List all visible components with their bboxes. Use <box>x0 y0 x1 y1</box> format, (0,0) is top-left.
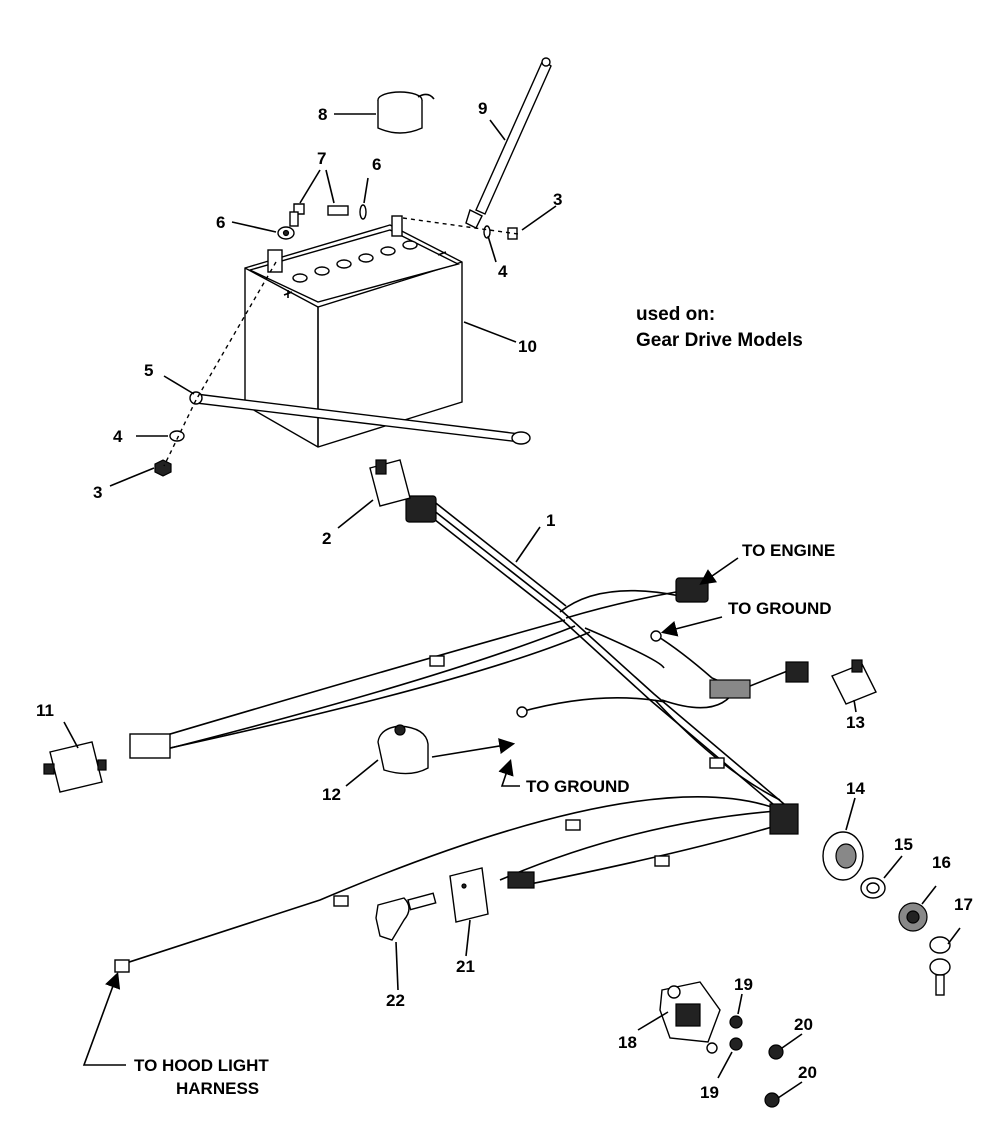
key-22 <box>375 892 437 941</box>
to-hood-line1-label: TO HOOD LIGHT <box>134 1056 269 1075</box>
switch-13 <box>831 659 877 705</box>
label-9: 9 <box>478 99 487 118</box>
label-10: 10 <box>518 337 537 356</box>
to-ground-bottom-label: TO GROUND <box>526 777 630 796</box>
label-20a: 20 <box>794 1015 813 1034</box>
leader-lines <box>63 113 961 1099</box>
label-15: 15 <box>894 835 913 854</box>
switch-11 <box>43 741 107 793</box>
part-labels: 1 2 3 3 4 4 5 6 6 7 8 9 10 11 12 13 14 1… <box>36 99 973 1102</box>
ignition-switch-14 <box>822 831 864 881</box>
callout-texts: TO ENGINE TO GROUND TO GROUND TO HOOD LI… <box>134 541 835 1098</box>
solenoid-18 <box>659 981 721 1054</box>
label-13: 13 <box>846 713 865 732</box>
label-1: 1 <box>546 511 555 530</box>
label-12: 12 <box>322 785 341 804</box>
battery <box>244 215 463 448</box>
bezel-16 <box>898 902 928 932</box>
note-line2: Gear Drive Models <box>636 330 803 351</box>
label-3b: 3 <box>93 483 102 502</box>
label-8: 8 <box>318 105 327 124</box>
label-4b: 4 <box>113 427 123 446</box>
callout-arrows <box>82 557 739 1066</box>
usage-note: used on: Gear Drive Models <box>636 304 803 351</box>
relay-21 <box>449 867 489 923</box>
note-line1: used on: <box>636 304 715 325</box>
label-20b: 20 <box>798 1063 817 1082</box>
label-21: 21 <box>456 957 475 976</box>
to-hood-line2-label: HARNESS <box>176 1079 259 1098</box>
solenoid-12 <box>377 724 429 775</box>
key-17 <box>929 936 951 996</box>
label-2: 2 <box>322 529 331 548</box>
terminal-cover-8 <box>377 91 435 134</box>
label-6a: 6 <box>372 155 381 174</box>
nut-15 <box>860 877 886 899</box>
label-5: 5 <box>144 361 153 380</box>
label-16: 16 <box>932 853 951 872</box>
label-18: 18 <box>618 1033 637 1052</box>
nut-19 <box>729 1015 743 1051</box>
wiring-harness-1 <box>114 495 809 973</box>
label-17: 17 <box>954 895 973 914</box>
label-22: 22 <box>386 991 405 1010</box>
label-19b: 19 <box>700 1083 719 1102</box>
label-11: 11 <box>36 701 54 720</box>
label-19a: 19 <box>734 975 753 994</box>
positive-cable-9 <box>465 57 552 229</box>
label-14: 14 <box>846 779 865 798</box>
to-engine-label: TO ENGINE <box>742 541 835 560</box>
battery-hardware <box>154 203 519 477</box>
label-6b: 6 <box>216 213 225 232</box>
label-3a: 3 <box>553 190 562 209</box>
screw-20 <box>764 1044 784 1108</box>
to-ground-top-label: TO GROUND <box>728 599 832 618</box>
label-7: 7 <box>317 149 326 168</box>
switch-2 <box>369 459 411 507</box>
label-4a: 4 <box>498 262 508 281</box>
